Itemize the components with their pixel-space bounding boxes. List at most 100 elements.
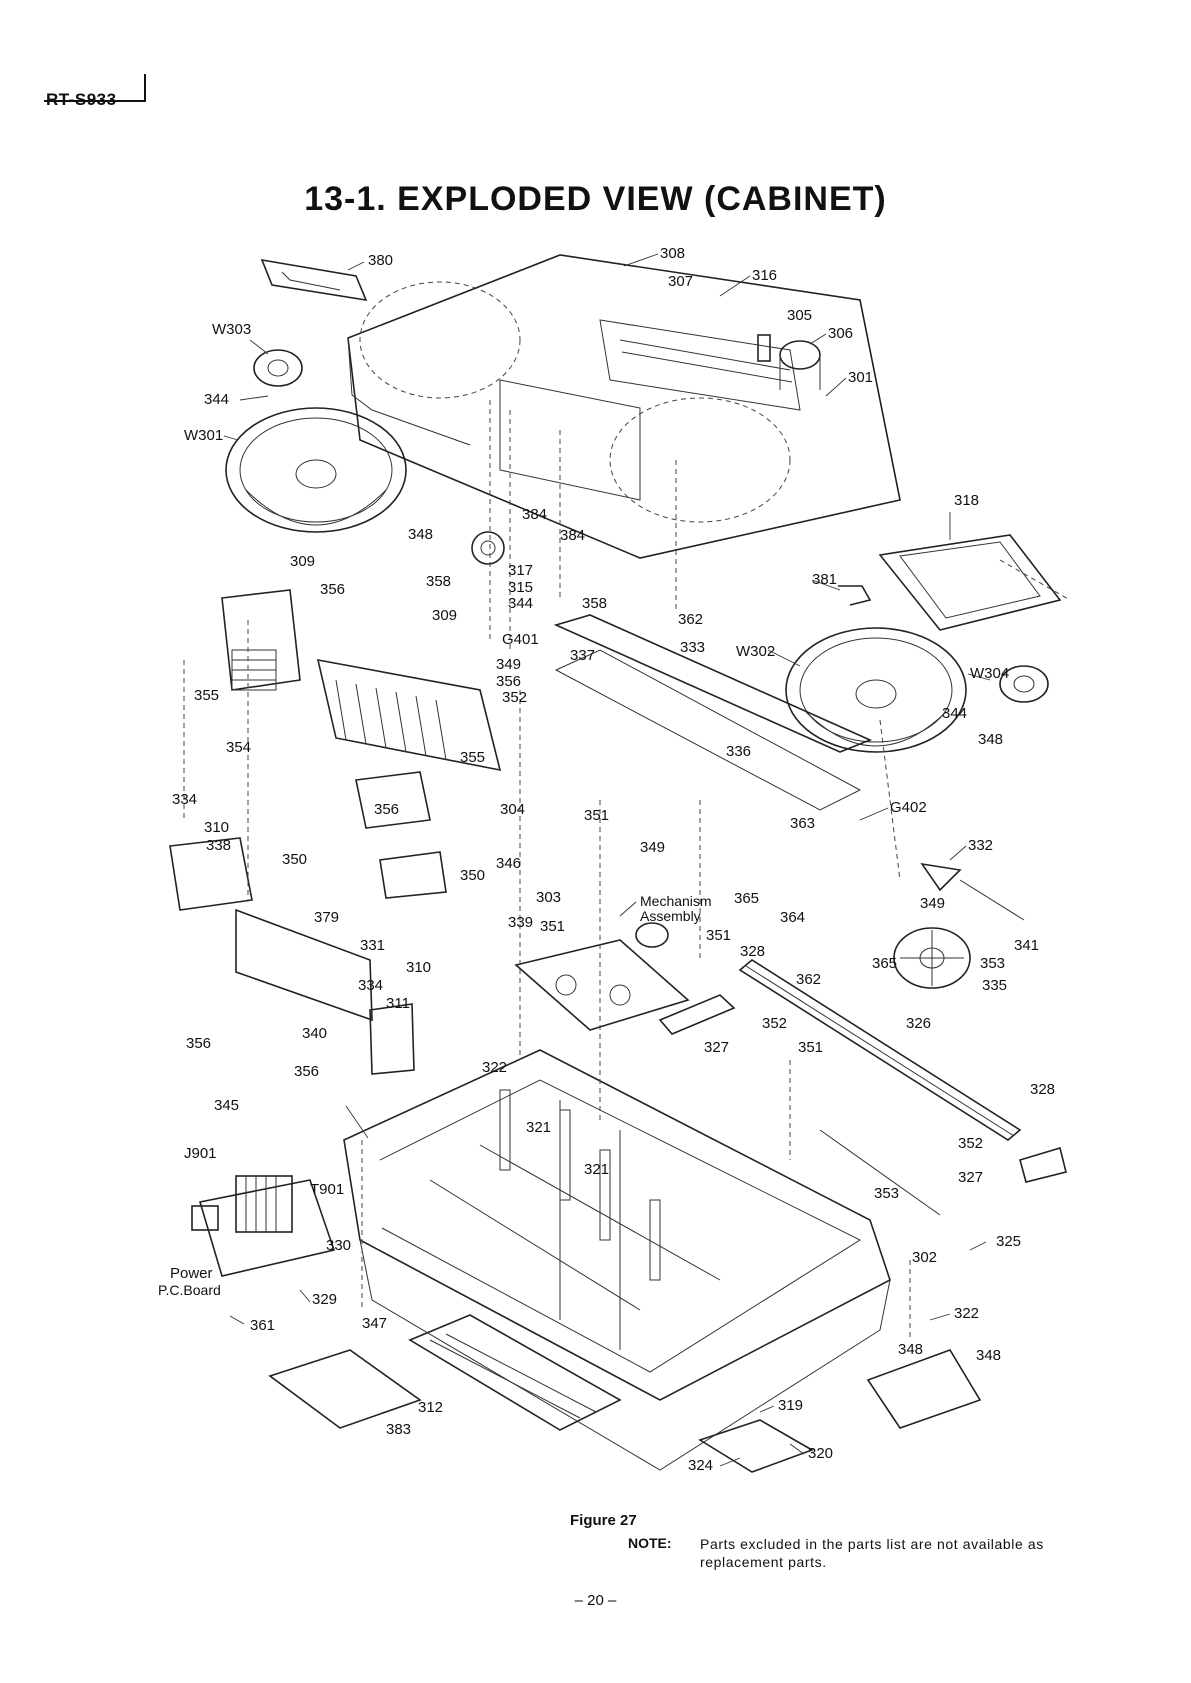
part-label: 335 (982, 977, 1007, 994)
part-label: 305 (787, 307, 812, 324)
part-label: 352 (958, 1135, 983, 1152)
part-label: 344 (942, 705, 967, 722)
part-label: 321 (584, 1161, 609, 1178)
sub-boards (169, 771, 447, 1075)
knob-assembly (757, 334, 821, 390)
part-label: 350 (460, 867, 485, 884)
part-label: 356 (320, 581, 345, 598)
part-label: 348 (978, 731, 1003, 748)
part-label: 344 (508, 595, 533, 612)
mechanism-assembly (514, 922, 690, 1031)
part-label: 309 (432, 607, 457, 624)
part-label: 303 (536, 889, 561, 906)
part-label: 337 (570, 647, 595, 664)
part-label: 331 (360, 937, 385, 954)
arm-and-spring (920, 862, 1025, 921)
part-label: 351 (706, 927, 731, 944)
part-label: 352 (762, 1015, 787, 1032)
part-label: T901 (310, 1181, 344, 1198)
part-label: 351 (584, 807, 609, 824)
part-label: 355 (460, 749, 485, 766)
page-title: 13-1. EXPLODED VIEW (CABINET) (304, 180, 887, 218)
part-label: 318 (954, 492, 979, 509)
part-label: 311 (386, 995, 410, 1012)
part-label: 312 (418, 1399, 443, 1416)
part-label: 334 (358, 977, 383, 994)
part-label: 322 (954, 1305, 979, 1322)
part-label: 364 (780, 909, 805, 926)
part-label: 356 (186, 1035, 211, 1052)
note-text: Parts excluded in the parts list are not… (700, 1536, 1044, 1570)
part-label: 330 (326, 1237, 351, 1254)
part-label: 306 (828, 325, 853, 342)
part-label: 329 (312, 1291, 337, 1308)
bracket-317 (471, 531, 505, 565)
part-label: 301 (848, 369, 873, 386)
part-label: 352 (502, 689, 527, 706)
part-label: 358 (582, 595, 607, 612)
main-pcb-strip (553, 614, 873, 811)
part-label: 317 (508, 562, 533, 579)
part-label: 327 (704, 1039, 729, 1056)
tweeter-w304 (999, 665, 1049, 703)
sheets (268, 1314, 622, 1431)
power-pcb-board (191, 1175, 336, 1277)
part-label: 349 (920, 895, 945, 912)
part-label: W302 (736, 643, 775, 660)
part-label: Assembly (640, 908, 701, 924)
part-label: 346 (496, 855, 521, 872)
part-label: 333 (680, 639, 705, 656)
part-label: 316 (752, 267, 777, 284)
part-label: J901 (184, 1145, 217, 1162)
slide-volume-board (316, 658, 502, 772)
part-label: 353 (874, 1185, 899, 1202)
part-label: 349 (496, 656, 521, 673)
part-label: 349 (640, 839, 665, 856)
part-label: 341 (1014, 937, 1039, 954)
part-label: 384 (560, 527, 585, 544)
part-label: 384 (522, 506, 547, 523)
part-label: 344 (204, 391, 229, 408)
part-label: 348 (898, 1341, 923, 1358)
part-label: Power (170, 1265, 213, 1282)
part-label: 348 (408, 526, 433, 543)
header-frame (44, 74, 146, 102)
part-label: 363 (790, 815, 815, 832)
part-label: 353 (980, 955, 1005, 972)
part-label: G402 (890, 799, 927, 816)
woofer-w301 (225, 407, 407, 533)
top-cabinet (347, 254, 901, 559)
part-label: 350 (282, 851, 307, 868)
assembly-guides (183, 400, 1071, 1340)
bottom-cabinet (343, 1049, 891, 1471)
part-label: 361 (250, 1317, 275, 1334)
part-label: 326 (906, 1015, 931, 1032)
part-label: 308 (660, 245, 685, 262)
part-label: 328 (740, 943, 765, 960)
part-label: 355 (194, 687, 219, 704)
part-label: W303 (212, 321, 251, 338)
part-label: 319 (778, 1397, 803, 1414)
page-number: – 20 – (574, 1592, 617, 1609)
part-label: 356 (294, 1063, 319, 1080)
part-label: 383 (386, 1421, 411, 1438)
part-label: 338 (206, 837, 231, 854)
part-label: 322 (482, 1059, 507, 1076)
lever-327 (658, 994, 1067, 1216)
part-label: 325 (996, 1233, 1021, 1250)
part-label: 321 (526, 1119, 551, 1136)
switch-pcb-left (221, 589, 301, 691)
part-label: 340 (302, 1025, 327, 1042)
part-label: 351 (798, 1039, 823, 1056)
bottom-panel (698, 1349, 982, 1473)
part-label: 302 (912, 1249, 937, 1266)
note-label: NOTE: (628, 1535, 672, 1551)
part-label: 351 (540, 918, 565, 935)
remote-control (260, 258, 368, 302)
battery-cover (838, 512, 1062, 631)
part-label: W301 (184, 427, 223, 444)
model-number: RT-S933 (46, 90, 117, 109)
part-label: 358 (426, 573, 451, 590)
